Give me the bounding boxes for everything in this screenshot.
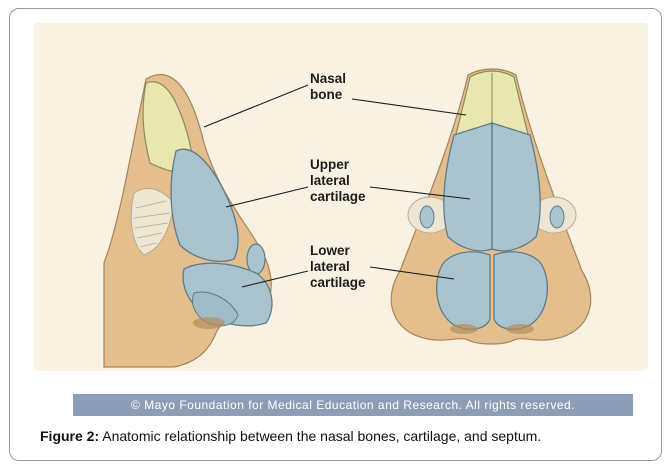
figure-caption: Figure 2: Anatomic relationship between … — [40, 427, 660, 445]
side-upper-lateral-cartilage — [171, 149, 238, 261]
figure-label: Figure 2: — [40, 428, 99, 444]
side-view-nose — [104, 75, 272, 367]
side-accessory-cartilage — [247, 244, 265, 274]
front-view-nose — [391, 69, 590, 344]
figure-frame: Nasal bone Upper lateral cartilage Lower… — [9, 8, 662, 461]
anatomy-svg: Nasal bone Upper lateral cartilage Lower… — [34, 23, 648, 371]
label-upper-lateral-cartilage: Upper lateral cartilage — [310, 157, 366, 204]
copyright-credit-bar: © Mayo Foundation for Medical Education … — [73, 394, 633, 416]
label-nasal-bone: Nasal bone — [310, 71, 350, 102]
label-lower-lateral-cartilage: Lower lateral cartilage — [310, 243, 366, 290]
nose-anatomy-illustration: Nasal bone Upper lateral cartilage Lower… — [34, 23, 648, 371]
caption-text: Anatomic relationship between the nasal … — [99, 428, 541, 444]
side-nostril — [193, 317, 225, 329]
